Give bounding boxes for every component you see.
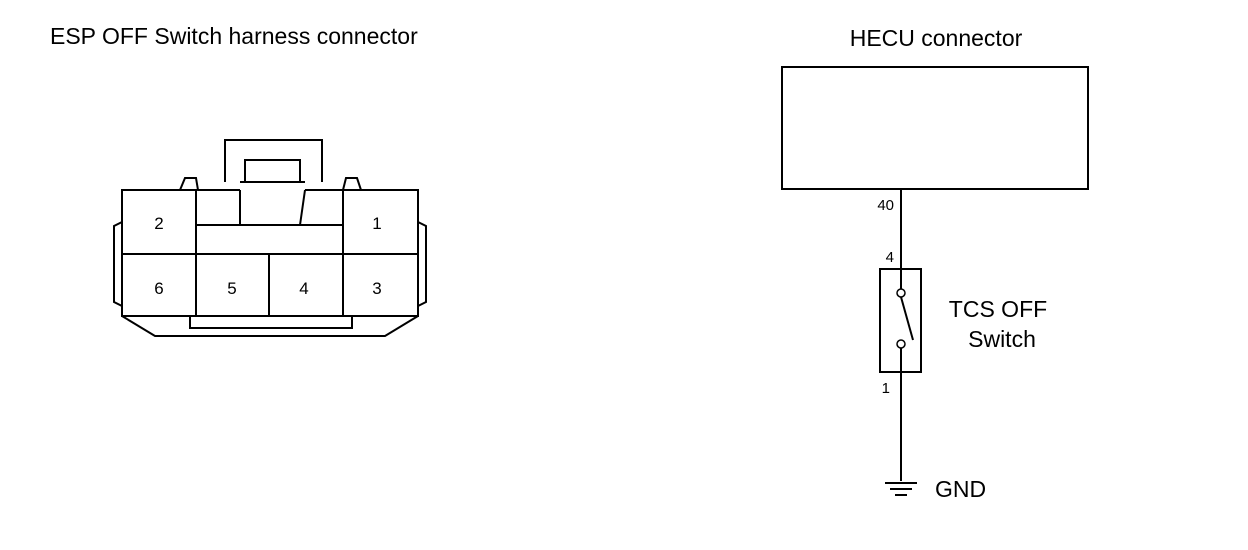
- harness-pin-2-label: 2: [154, 214, 163, 233]
- switch-label-line2: Switch: [968, 326, 1036, 352]
- hecu-connector-title: HECU connector: [850, 25, 1023, 51]
- ground-icon: [885, 482, 917, 496]
- hecu-pin-40-label: 40: [877, 197, 894, 214]
- switch-label-line1: TCS OFF: [949, 296, 1047, 322]
- harness-pin-1-label: 1: [372, 214, 381, 233]
- harness-pin-3-label: 3: [372, 279, 381, 298]
- harness-cavity-3: [342, 253, 419, 317]
- harness-pin-6-label: 6: [154, 279, 163, 298]
- switch-pin-1-label: 1: [882, 380, 890, 397]
- harness-pin-4-label: 4: [299, 279, 308, 298]
- harness-connector-drawing: [113, 139, 427, 337]
- hecu-connector-box: [781, 66, 1089, 190]
- switch-pin-4-label: 4: [886, 249, 894, 266]
- ground-label: GND: [935, 476, 986, 502]
- harness-pin-5-label: 5: [227, 279, 236, 298]
- tcs-off-switch-symbol: [879, 268, 922, 373]
- harness-connector-title: ESP OFF Switch harness connector: [50, 23, 418, 49]
